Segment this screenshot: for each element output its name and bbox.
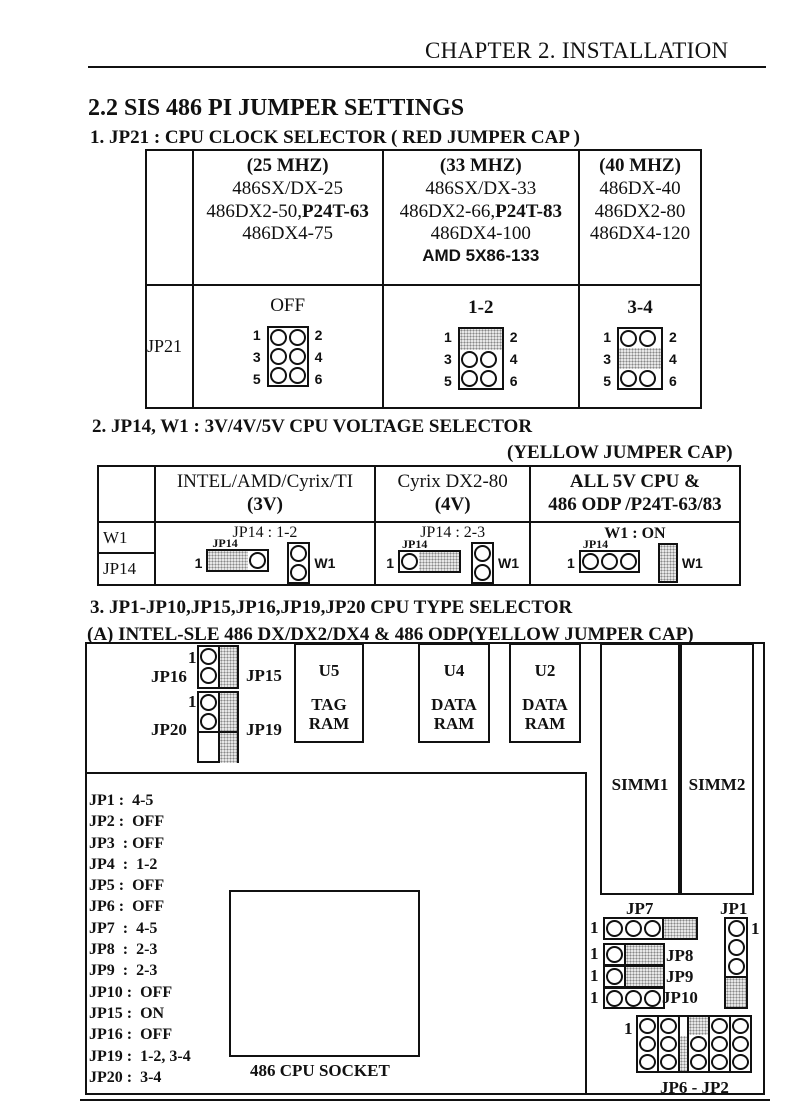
jp14-col-5v: ALL 5V CPU & 486 ODP /P24T-63/83 [528, 465, 742, 523]
jp16-label: JP16 [151, 667, 187, 686]
setting-jp2: JP2 : OFF [89, 813, 165, 831]
jp8-label: JP8 [666, 946, 694, 965]
jp21-col-40mhz: (40 MHZ) 486DX-40 486DX2-80 486DX4-120 [578, 149, 702, 286]
section-title: 2.2 SIS 486 PI JUMPER SETTINGS [88, 95, 465, 121]
setting-jp15: JP15 : ON [89, 1004, 165, 1022]
setting-jp7: JP7 : 4-5 [89, 919, 158, 937]
jp10-label: JP10 [662, 988, 698, 1007]
jp14-row-label: JP14 [103, 558, 137, 578]
jp15-label: JP15 [246, 666, 282, 685]
jp14-setting-w1-on: W1 : ON 1 JP14 W1 [528, 520, 742, 587]
jp21-heading: 1. JP21 : CPU CLOCK SELECTOR ( RED JUMPE… [90, 127, 580, 148]
jp19-label: JP19 [246, 720, 282, 739]
chapter-header: CHAPTER 2. INSTALLATION [425, 38, 729, 63]
cpu-socket-square [229, 890, 420, 1057]
jp21-table: (25 MHZ) 486SX/DX-25 486DX2-50,P24T-63 4… [145, 149, 702, 409]
jp6-jp2-jumper-bank [636, 1015, 752, 1073]
jp9-jumper [603, 965, 665, 988]
setting-jp5: JP5 : OFF [89, 877, 165, 895]
setting-jp3: JP3 : OFF [89, 834, 165, 852]
jumper-block-3-4 [617, 327, 664, 391]
jp1-jumper [724, 917, 748, 1009]
u4-data-ram: U4 DATA RAM [418, 643, 490, 743]
jp14-setting-2-3: JP14 : 2-3 1 JP14 W1 [374, 520, 531, 587]
cpu-type-heading: 3. JP1-JP10,JP15,JP16,JP19,JP20 CPU TYPE… [90, 597, 573, 618]
jp7-jumper [603, 917, 698, 940]
u5-tag-ram: U5 TAG RAM [294, 643, 364, 743]
jp1-label: JP1 [720, 899, 748, 918]
jp20-jp19-jumper [197, 691, 239, 763]
setting-jp10: JP10 : OFF [89, 983, 173, 1001]
cpu-type-subheading: (A) INTEL-SLE 486 DX/DX2/DX4 & 486 ODP(Y… [87, 624, 694, 645]
jp20-label: JP20 [151, 720, 187, 739]
jp8-jumper [603, 943, 665, 966]
jumper-settings-list: JP1 : 4-5 JP2 : OFF JP3 : OFF JP4 : 1-2 … [89, 790, 191, 1088]
jp14-heading: 2. JP14, W1 : 3V/4V/5V CPU VOLTAGE SELEC… [92, 416, 533, 437]
header-rule [88, 66, 766, 68]
jp14-table: INTEL/AMD/Cyrix/TI (3V) Cyrix DX2-80 (4V… [97, 465, 742, 587]
jumper-block-off [266, 326, 309, 388]
jumper-block-1-2 [457, 327, 504, 391]
setting-jp20: JP20 : 3-4 [89, 1068, 162, 1086]
jp9-label: JP9 [666, 967, 694, 986]
simm1-slot: SIMM1 [600, 643, 680, 895]
jp6-jp2-label: JP6 - JP2 [660, 1078, 729, 1097]
setting-jp16: JP16 : OFF [89, 1026, 173, 1044]
jp10-jumper [603, 987, 665, 1009]
w1-row-label: W1 [99, 524, 154, 554]
setting-jp4: JP4 : 1-2 [89, 855, 158, 873]
setting-jp19: JP19 : 1-2, 3-4 [89, 1047, 191, 1065]
u2-data-ram: U2 DATA RAM [509, 643, 581, 743]
setting-jp8: JP8 : 2-3 [89, 941, 158, 959]
jp16-jp15-jumper [197, 645, 239, 689]
setting-jp6: JP6 : OFF [89, 898, 165, 916]
jp21-col-33mhz: (33 MHZ) 486SX/DX-33 486DX2-66,P24T-83 4… [381, 149, 581, 286]
setting-jp1: JP1 : 4-5 [89, 792, 154, 809]
jp14-col-4v: Cyrix DX2-80 (4V) [374, 465, 531, 523]
jp21-row-label: JP21 [145, 284, 194, 409]
jp14-cap-note: (YELLOW JUMPER CAP) [507, 442, 733, 463]
jp14-col-3v: INTEL/AMD/Cyrix/TI (3V) [153, 465, 377, 523]
cpu-socket-label: 486 CPU SOCKET [250, 1061, 390, 1080]
jp14-setting-1-2: JP14 : 1-2 1 JP14 W1 [153, 520, 377, 587]
setting-jp9: JP9 : 2-3 [89, 962, 158, 980]
jp21-col-25mhz: (25 MHZ) 486SX/DX-25 486DX2-50,P24T-63 4… [191, 149, 384, 286]
simm2-slot: SIMM2 [680, 643, 754, 895]
jp7-label: JP7 [626, 899, 654, 918]
